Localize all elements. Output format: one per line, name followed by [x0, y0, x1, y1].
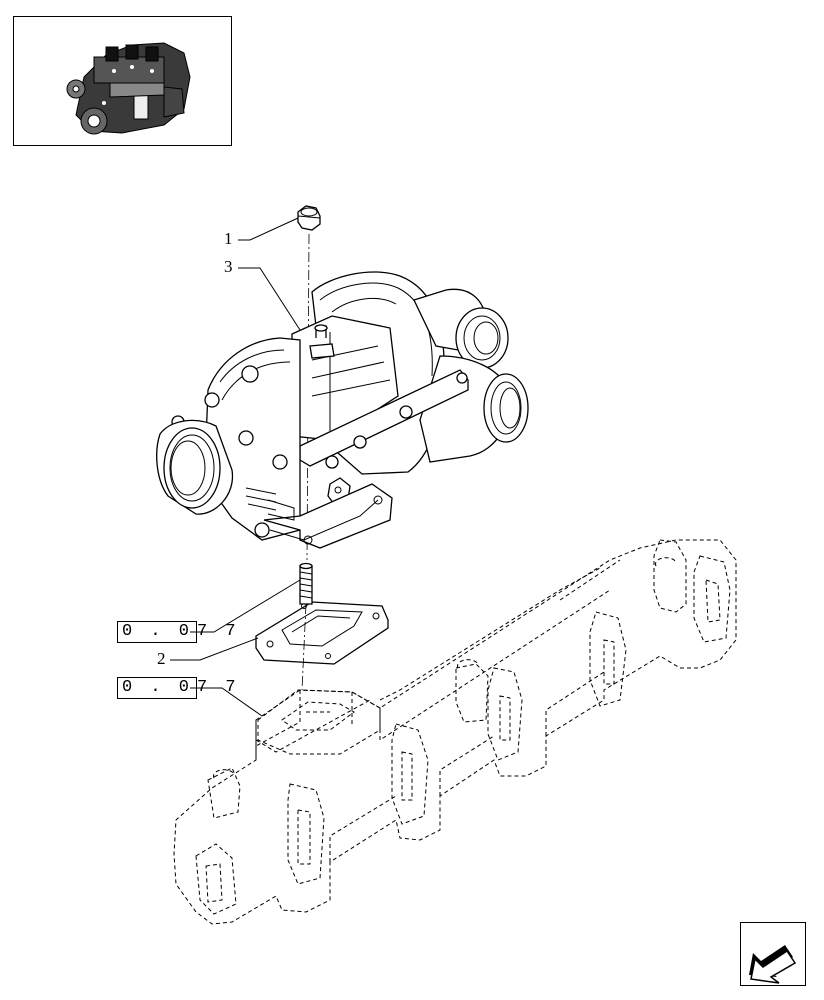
- nut: [297, 205, 321, 231]
- next-page-button[interactable]: [740, 922, 806, 986]
- reference-suffix: 7 7: [197, 678, 240, 697]
- leader-lines: [170, 217, 301, 717]
- leader-1: [238, 217, 299, 241]
- callout-gasket: 2: [157, 649, 166, 668]
- leader-ref-2: [190, 687, 263, 717]
- turbocharger: [156, 271, 529, 549]
- engine-thumbnail-icon: [66, 42, 191, 135]
- exhaust-manifold: [173, 539, 737, 925]
- reference-code: 0 . 0: [117, 677, 198, 699]
- assembly-axis-line-lower: [301, 603, 307, 691]
- next-page-arrow-icon: [749, 945, 797, 984]
- callout-nut: 1: [224, 229, 233, 248]
- leader-3: [238, 267, 301, 331]
- reference-code: 0 . 0: [117, 621, 198, 643]
- gasket: [255, 601, 389, 665]
- engine-thumbnail: [13, 16, 232, 146]
- reference-suffix: 7 7: [197, 622, 240, 641]
- callout-turbocharger: 3: [224, 257, 233, 276]
- leader-2: [170, 637, 259, 661]
- stud: [299, 562, 313, 605]
- leader-ref-1: [190, 579, 301, 633]
